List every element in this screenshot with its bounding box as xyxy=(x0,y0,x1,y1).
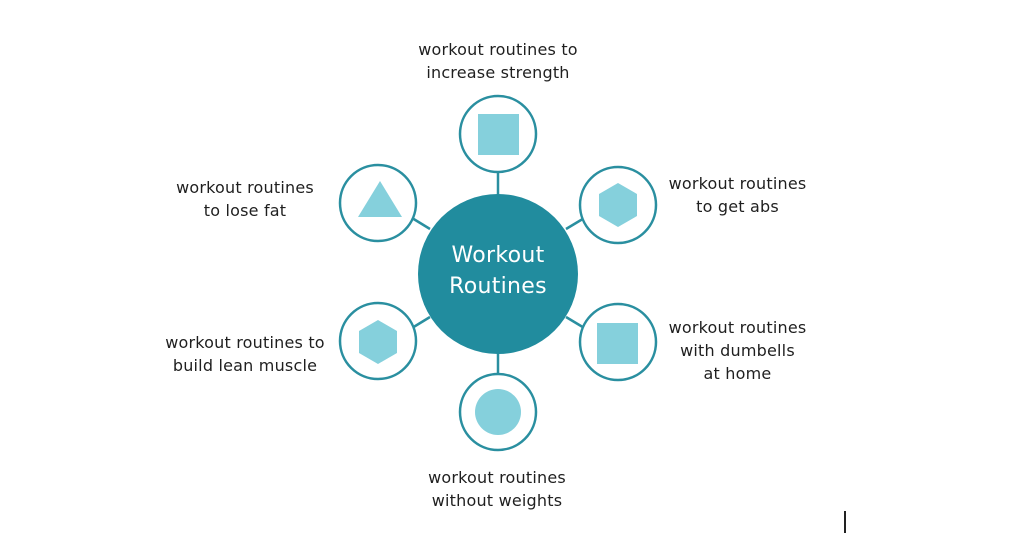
label-without-weights: workout routines without weights xyxy=(428,468,566,510)
label-get-abs: workout routines to get abs xyxy=(668,174,807,216)
label-lose-fat: workout routines to lose fat xyxy=(176,178,314,220)
hexagon-icon xyxy=(359,320,397,364)
square-icon xyxy=(597,323,638,364)
node-lose-fat xyxy=(338,163,418,243)
center-title-line1: Workout xyxy=(451,243,545,268)
hexagon-icon xyxy=(599,183,637,227)
center-title: Workout Routines xyxy=(418,240,578,302)
center-node xyxy=(418,194,578,354)
label-dumbells-at-home: workout routines with dumbells at home xyxy=(668,318,807,383)
node-without-weights xyxy=(458,372,538,452)
triangle-icon xyxy=(358,181,402,217)
circle-icon xyxy=(475,389,521,435)
text-cursor xyxy=(844,511,846,533)
connector-lines xyxy=(411,172,587,374)
center-title-line2: Routines xyxy=(449,274,547,299)
label-increase-strength: workout routines to increase strength xyxy=(418,40,578,82)
node-build-lean-muscle xyxy=(338,301,418,381)
node-get-abs xyxy=(578,165,658,245)
node-increase-strength xyxy=(458,94,538,174)
node-dumbells-at-home xyxy=(578,302,658,382)
label-build-lean-muscle: workout routines to build lean muscle xyxy=(165,333,325,375)
square-icon xyxy=(478,114,519,155)
